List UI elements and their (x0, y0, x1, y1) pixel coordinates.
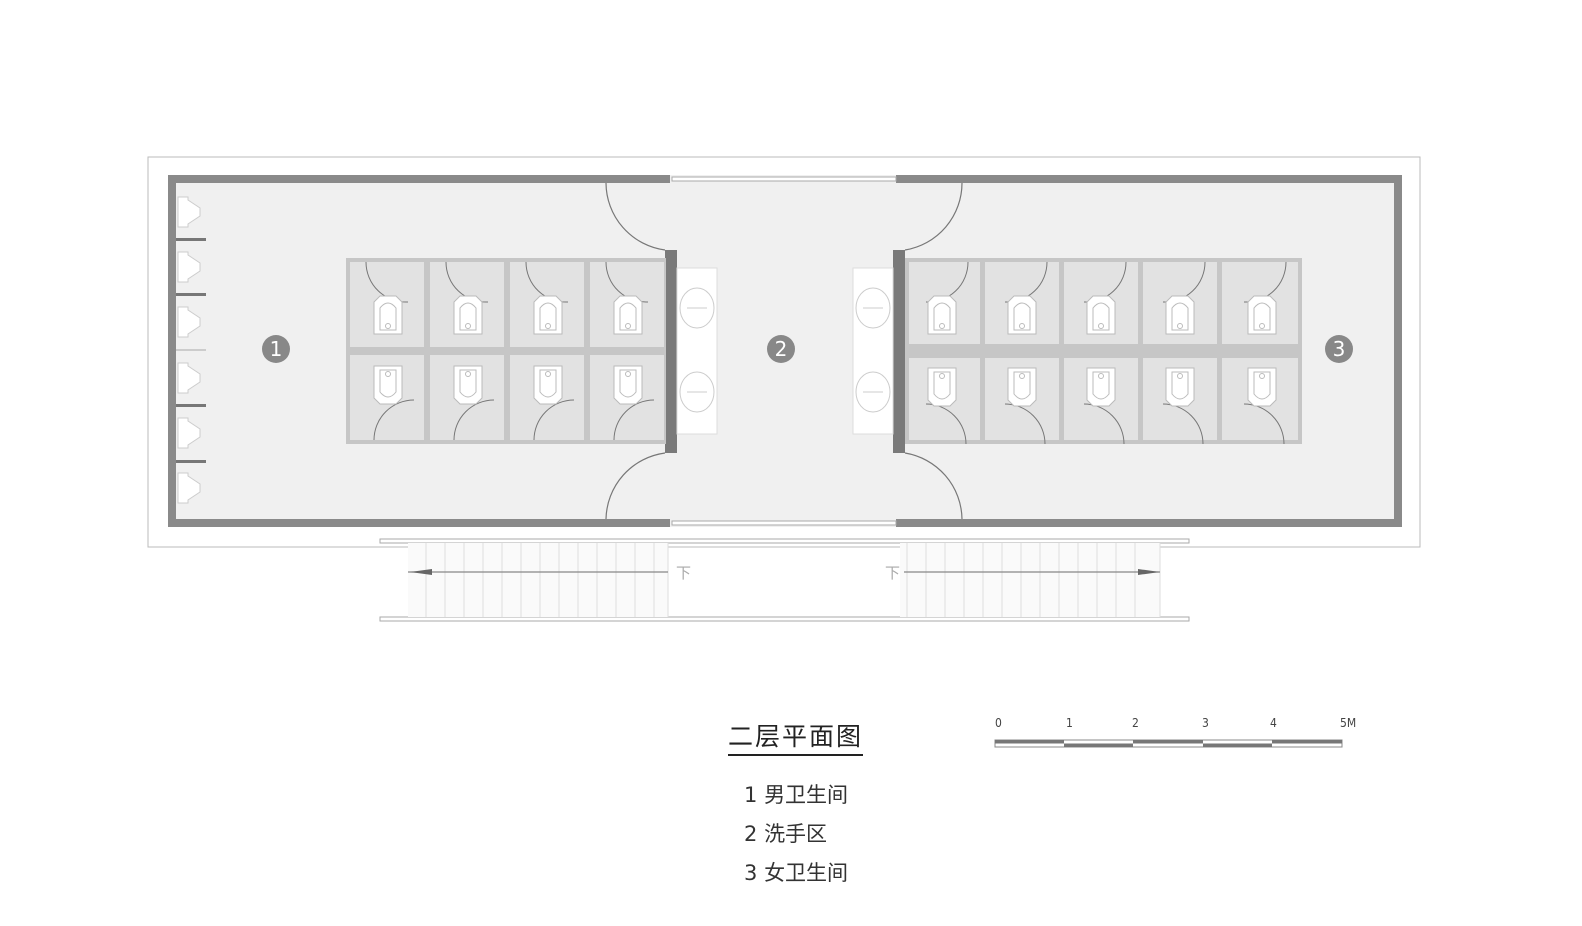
legend-number: 2 (744, 822, 758, 846)
legend-label: 男卫生间 (764, 783, 849, 807)
legend-item-2: 2 洗手区 (744, 821, 827, 847)
room-marker-3: 3 (1325, 335, 1353, 363)
scale-tick-4: 4 (1270, 716, 1277, 730)
legend-item-3: 3 女卫生间 (744, 860, 848, 886)
legend-label: 女卫生间 (764, 861, 849, 885)
room-marker-2: 2 (767, 335, 795, 363)
legend-number: 1 (744, 783, 758, 807)
scale-tick-5: 5M (1340, 716, 1357, 730)
drawing-title: 二层平面图 (728, 722, 864, 756)
stair-down-label-right: 下 (885, 564, 901, 582)
scale-tick-1: 1 (1066, 716, 1073, 730)
legend-number: 3 (744, 861, 758, 885)
scale-tick-3: 3 (1202, 716, 1209, 730)
stair-down-label-left: 下 (676, 564, 692, 582)
legend-label: 洗手区 (764, 822, 828, 846)
legend-item-1: 1 男卫生间 (744, 782, 848, 808)
scale-tick-2: 2 (1132, 716, 1139, 730)
scale-tick-0: 0 (995, 716, 1002, 730)
room-marker-1: 1 (262, 335, 290, 363)
